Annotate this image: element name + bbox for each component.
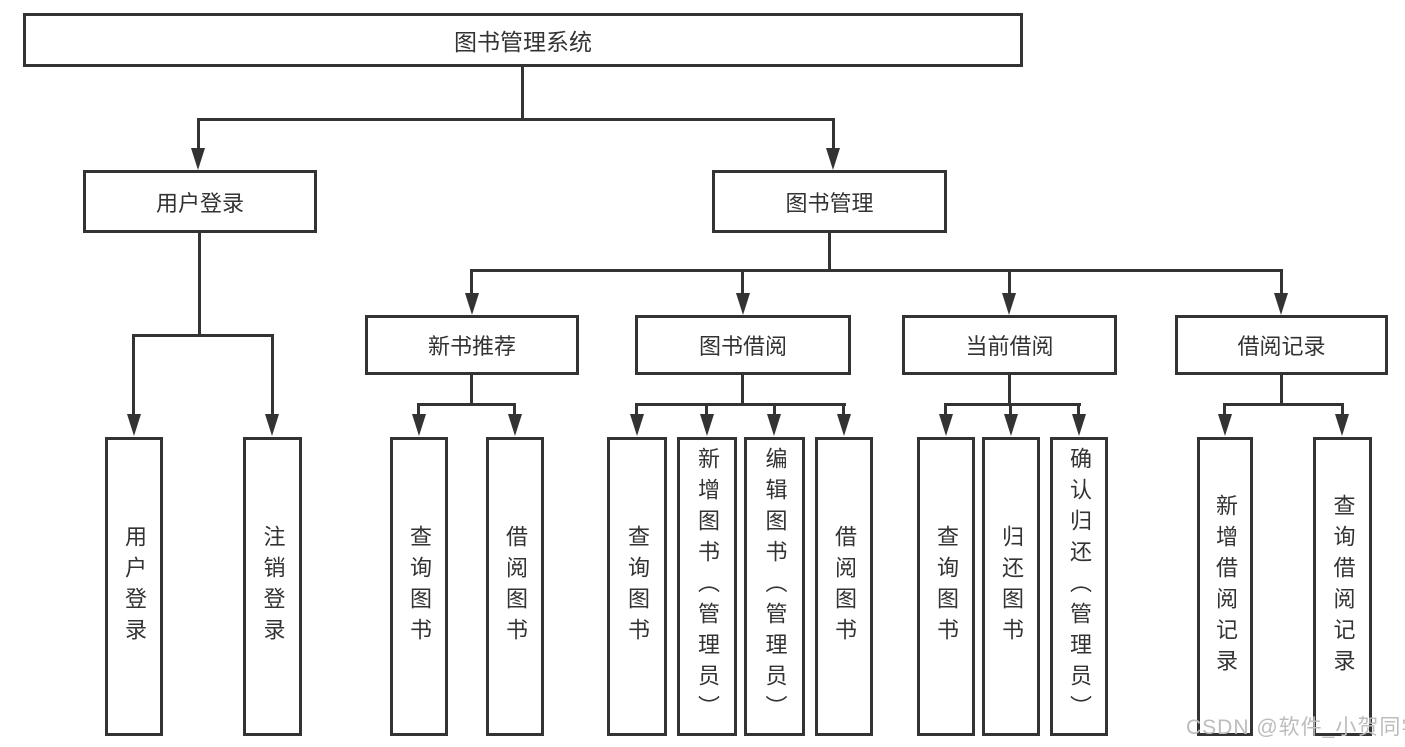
leaf-label: 注销登录 xyxy=(260,524,286,649)
connector-line xyxy=(1223,403,1344,406)
leaf-query-books-current: 查询图书 xyxy=(917,437,975,736)
connector-line xyxy=(741,269,744,295)
arrow-down-icon xyxy=(465,293,479,315)
connector-line xyxy=(635,403,638,416)
connector-line xyxy=(132,334,274,337)
connector-line xyxy=(842,403,845,416)
connector-line xyxy=(1008,375,1011,406)
leaf-confirm-return-admin: 确认归还（管理员） xyxy=(1050,437,1108,736)
leaf-edit-book-admin: 编辑图书（管理员） xyxy=(744,437,805,736)
connector-line xyxy=(944,403,947,416)
connector-line xyxy=(470,375,473,406)
leaf-label: 查询图书 xyxy=(407,524,432,649)
connector-line xyxy=(773,403,776,416)
arrow-down-icon xyxy=(412,414,426,436)
leaf-label: 借阅图书 xyxy=(832,524,857,649)
connector-line xyxy=(1280,375,1283,406)
connector-line xyxy=(635,403,846,406)
arrow-down-icon xyxy=(837,414,851,436)
arrow-down-icon xyxy=(1072,414,1086,436)
leaf-label: 借阅图书 xyxy=(503,524,528,649)
connector-line xyxy=(741,375,744,406)
connector-line xyxy=(1341,403,1344,416)
arrow-down-icon xyxy=(265,414,279,436)
arrow-down-icon xyxy=(767,414,781,436)
leaf-user-login: 用户登录 xyxy=(105,437,163,736)
connector-line xyxy=(1008,269,1011,295)
node-label: 图书管理系统 xyxy=(454,29,592,55)
node-current-borrowing: 当前借阅 xyxy=(902,315,1117,375)
connector-line xyxy=(470,269,473,295)
arrow-down-icon xyxy=(1002,293,1016,315)
node-label: 新书推荐 xyxy=(427,334,516,359)
watermark: CSDN @软件_小贺同学 xyxy=(1186,716,1405,739)
node-new-book-recommendation: 新书推荐 xyxy=(365,315,579,375)
arrow-down-icon xyxy=(1335,414,1349,436)
leaf-borrow-books-newbook: 借阅图书 xyxy=(486,437,544,736)
arrow-down-icon xyxy=(736,293,750,315)
leaf-label: 查询图书 xyxy=(934,524,959,649)
connector-line xyxy=(197,118,835,121)
connector-line xyxy=(1009,403,1012,416)
node-library-management-system: 图书管理系统 xyxy=(23,13,1023,67)
node-borrowing-records: 借阅记录 xyxy=(1175,315,1388,375)
leaf-query-borrow-record: 查询借阅记录 xyxy=(1313,437,1372,736)
connector-line xyxy=(417,403,516,406)
leaf-label: 新增图书（管理员） xyxy=(695,447,720,726)
arrow-down-icon xyxy=(191,148,205,170)
connector-line xyxy=(513,403,516,416)
node-book-borrowing: 图书借阅 xyxy=(635,315,851,375)
leaf-add-book-admin: 新增图书（管理员） xyxy=(677,437,737,736)
connector-line xyxy=(132,334,135,416)
leaf-label: 查询借阅记录 xyxy=(1330,493,1356,680)
leaf-label: 编辑图书（管理员） xyxy=(762,447,788,726)
node-user-login: 用户登录 xyxy=(83,170,317,233)
arrow-down-icon xyxy=(127,414,141,436)
connector-line xyxy=(1280,269,1283,295)
node-book-management: 图书管理 xyxy=(712,170,947,233)
connector-line xyxy=(521,67,524,120)
connector-line xyxy=(828,233,831,272)
leaf-return-books: 归还图书 xyxy=(982,437,1040,736)
connector-line xyxy=(198,233,201,336)
arrow-down-icon xyxy=(508,414,522,436)
arrow-down-icon xyxy=(1218,414,1232,436)
arrow-down-icon xyxy=(939,414,953,436)
leaf-logout: 注销登录 xyxy=(243,437,302,736)
arrow-down-icon xyxy=(1274,293,1288,315)
node-label: 用户登录 xyxy=(155,190,244,216)
connector-line xyxy=(832,118,835,150)
arrow-down-icon xyxy=(1004,414,1018,436)
leaf-query-books-newbook: 查询图书 xyxy=(390,437,448,736)
arrow-down-icon xyxy=(630,414,644,436)
node-label: 借阅记录 xyxy=(1237,334,1326,359)
leaf-label: 查询图书 xyxy=(625,524,650,649)
connector-line xyxy=(944,403,1081,406)
leaf-label: 归还图书 xyxy=(999,524,1024,649)
connector-line xyxy=(197,118,200,150)
leaf-label: 新增借阅记录 xyxy=(1213,493,1238,680)
leaf-query-books-borrowing: 查询图书 xyxy=(607,437,667,736)
arrow-down-icon xyxy=(826,148,840,170)
arrow-down-icon xyxy=(700,414,714,436)
leaf-label: 确认归还（管理员） xyxy=(1067,447,1092,726)
leaf-borrow-books-borrowing: 借阅图书 xyxy=(815,437,873,736)
leaf-add-borrow-record: 新增借阅记录 xyxy=(1197,437,1253,736)
connector-line xyxy=(417,403,420,416)
connector-line xyxy=(1223,403,1226,416)
connector-line xyxy=(271,334,274,416)
node-label: 当前借阅 xyxy=(965,334,1054,359)
connector-line xyxy=(1077,403,1080,416)
node-label: 图书管理 xyxy=(785,190,874,216)
leaf-label: 用户登录 xyxy=(122,524,147,649)
node-label: 图书借阅 xyxy=(698,334,787,359)
connector-line xyxy=(705,403,708,416)
connector-line xyxy=(470,269,1283,272)
